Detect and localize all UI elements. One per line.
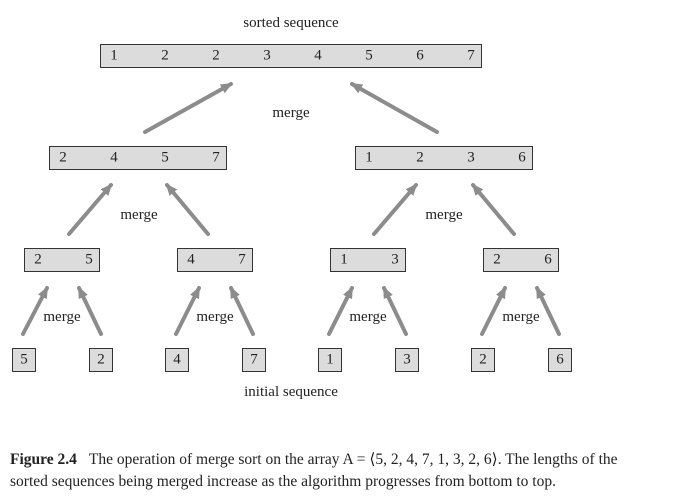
array-cell: 4 [173,351,181,368]
array-cell: 1 [365,149,373,166]
merge-label: merge [43,309,81,325]
caption-line: sorted sequences being merged increase a… [10,473,556,490]
array-cell: 1 [340,251,348,268]
element-box: 4 [165,348,189,372]
array-cell: 1 [326,351,334,368]
array-cell: 2 [212,47,220,64]
arrow-3-to-13 [382,286,408,336]
array-cell: 2 [479,351,487,368]
merge-label: merge [120,207,158,223]
arrow-right-to-sorted [350,82,439,134]
arrow-6-to-26 [535,286,561,336]
subarray-box: 2 6 [483,248,559,272]
merge-label: merge [196,309,234,325]
merge-label: merge [502,309,540,325]
subarray-box: 2 5 [24,248,100,272]
array-cell: 5 [161,149,169,166]
subarray-box: 1 2 3 6 [355,146,533,170]
initial-sequence-label: initial sequence [244,384,338,400]
element-box: 5 [12,348,36,372]
subarray-box: 2 4 5 7 [49,146,227,170]
element-box: 2 [471,348,495,372]
arrow-4-to-47 [174,286,201,336]
array-cell: 4 [314,47,322,64]
array-cell: 3 [403,351,411,368]
arrow-7-to-47 [229,286,255,336]
array-cell: 6 [556,351,564,368]
array-cell: 2 [97,351,105,368]
figure-label: Figure 2.4 [10,451,77,468]
arrow-5-to-25 [21,286,49,336]
caption-line: Figure 2.4 The operation of merge sort on… [10,449,690,471]
element-box: 2 [89,348,113,372]
array-cell: 5 [85,251,93,268]
caption-text: The operation of merge sort on the array… [88,451,618,468]
array-cell: 4 [187,251,195,268]
element-box: 3 [395,348,419,372]
element-box: 6 [548,348,572,372]
array-cell: 7 [467,47,475,64]
arrow-47-to-2457 [165,183,210,236]
array-cell: 2 [416,149,424,166]
arrow-2-to-25 [77,286,103,336]
array-cell: 2 [34,251,42,268]
element-box: 7 [242,348,266,372]
array-cell: 2 [59,149,67,166]
subarray-box: 4 7 [177,248,253,272]
array-cell: 7 [212,149,220,166]
array-cell: 5 [20,351,28,368]
merge-label: merge [425,207,463,223]
figure-caption: Figure 2.4 The operation of merge sort on… [10,449,690,493]
array-cell: 7 [238,251,246,268]
arrow-left-to-sorted [143,82,233,134]
merge-label: merge [272,105,310,121]
array-cell: 6 [416,47,424,64]
array-cell: 6 [544,251,552,268]
subarray-box: 1 3 [330,248,406,272]
array-cell: 3 [391,251,399,268]
array-cell: 3 [467,149,475,166]
array-cell: 3 [263,47,271,64]
arrow-25-to-2457 [67,183,113,236]
sorted-sequence-box: 1 2 2 3 4 5 6 7 [100,44,482,68]
arrow-1-to-13 [327,286,354,336]
array-cell: 4 [110,149,118,166]
element-box: 1 [318,348,342,372]
array-cell: 1 [110,47,118,64]
array-cell: 6 [518,149,526,166]
array-cell: 2 [493,251,501,268]
arrow-2-to-26 [480,286,507,336]
sorted-sequence-label: sorted sequence [243,15,339,31]
array-cell: 7 [250,351,258,368]
arrow-26-to-1236 [471,183,516,236]
array-cell: 2 [161,47,169,64]
merge-label: merge [349,309,387,325]
arrow-13-to-1236 [372,183,418,236]
array-cell: 5 [365,47,373,64]
